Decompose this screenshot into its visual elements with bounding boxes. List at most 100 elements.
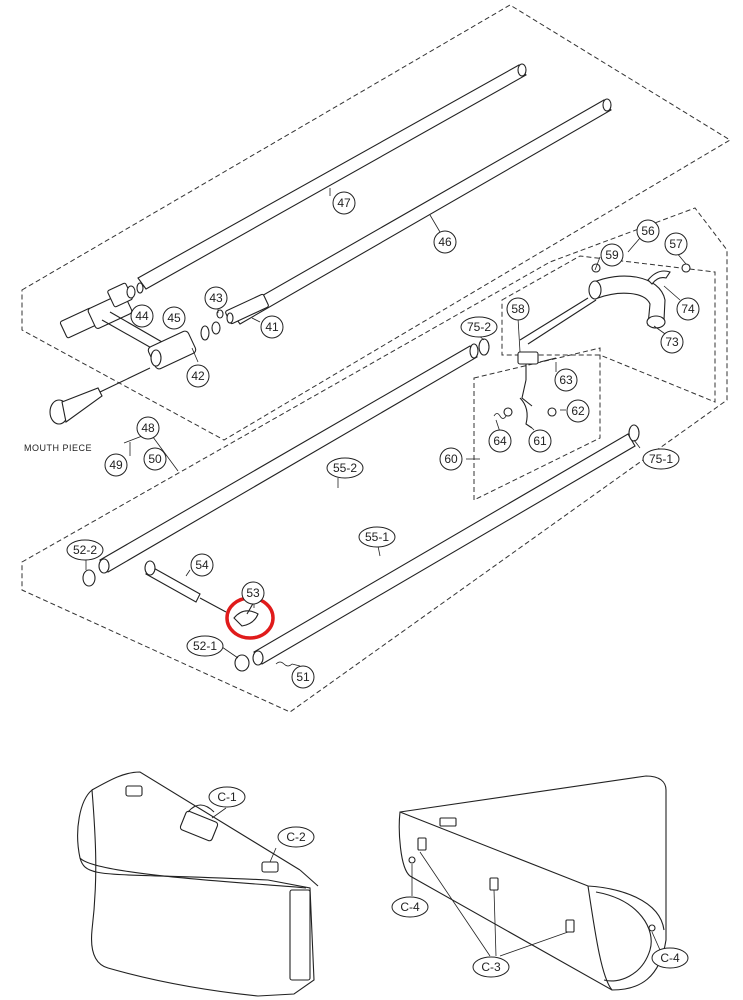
part-73-bell-crook	[519, 275, 666, 345]
callout-bubble	[190, 553, 214, 577]
callout-bubble	[439, 447, 463, 471]
callout-bubble	[130, 304, 154, 328]
callout-label: 43	[209, 291, 223, 305]
part-58-rotor	[517, 351, 539, 407]
callout-layer: 47 46 45 44 43 41 42 48 49 50 56 57 59 74 73 58 75-2 63 62…	[66, 191, 700, 978]
callout-p60: 60	[439, 447, 463, 471]
callout-p55_2: 55-2	[326, 457, 364, 479]
callout-p61: 61	[528, 429, 552, 453]
callout-p44: 44	[130, 304, 154, 328]
callout-label: 51	[296, 670, 310, 684]
callout-bubble	[488, 429, 512, 453]
part-52-1-ring	[234, 654, 250, 672]
callout-p55_1: 55-1	[358, 526, 396, 548]
callout-p75_2: 75-2	[460, 316, 498, 338]
part-44-inner-slide-brace	[59, 282, 163, 351]
callout-p43: 43	[204, 286, 228, 310]
callout-p48: 48	[136, 416, 160, 440]
callout-bubble	[651, 947, 689, 969]
callout-label: 50	[148, 452, 162, 466]
part-51-spring	[275, 661, 293, 667]
callout-label: C-2	[286, 830, 306, 844]
callout-bubble	[332, 191, 356, 215]
callout-label: 57	[669, 237, 683, 251]
callout-bubble	[566, 399, 590, 423]
callout-bubble	[642, 448, 680, 470]
callout-label: 73	[665, 335, 679, 349]
callout-bubble	[676, 297, 700, 321]
callout-p63: 63	[554, 368, 578, 392]
callout-label: 63	[559, 373, 573, 387]
callout-bubble	[472, 956, 510, 978]
callout-label: 47	[337, 196, 351, 210]
callout-bubble	[260, 315, 284, 339]
callout-label: 55-2	[333, 461, 357, 475]
callout-bubble	[460, 316, 498, 338]
callout-label: 62	[571, 404, 585, 418]
callout-p58: 58	[506, 297, 530, 321]
case-closed-illustration	[77, 771, 319, 997]
callout-p74: 74	[676, 297, 700, 321]
callout-c2: C-2	[277, 826, 315, 848]
callout-p52_1: 52-1	[186, 635, 224, 657]
callout-bubble	[277, 826, 315, 848]
callout-c4b: C-4	[651, 947, 689, 969]
part-47-tube	[137, 63, 527, 290]
callout-bubble	[554, 368, 578, 392]
callout-bubble	[104, 453, 128, 477]
callout-label: 52-2	[73, 543, 97, 557]
callout-label: C-4	[400, 900, 420, 914]
callout-label: 42	[191, 369, 205, 383]
callout-label: 75-2	[467, 320, 491, 334]
case-side-illustration	[398, 775, 667, 991]
callout-p73: 73	[660, 330, 684, 354]
callout-p56: 56	[636, 219, 660, 243]
callout-label: 59	[605, 248, 619, 262]
callout-bubble	[291, 665, 315, 689]
callout-label: 60	[444, 452, 458, 466]
callout-p45: 45	[162, 306, 186, 330]
part-41-tube-end	[216, 293, 269, 325]
callout-bubble	[186, 364, 210, 388]
callout-p64: 64	[488, 429, 512, 453]
part-52-2-ring	[82, 569, 96, 587]
callout-bubble	[358, 526, 396, 548]
callout-label: 41	[265, 320, 279, 334]
callout-label: 52-1	[193, 639, 217, 653]
callout-p54: 54	[190, 553, 214, 577]
callout-p53: 53	[241, 581, 265, 605]
callout-p52_2: 52-2	[66, 539, 104, 561]
callout-c1: C-1	[208, 786, 246, 808]
callout-label: 56	[641, 224, 655, 238]
callout-label: 58	[511, 302, 525, 316]
callout-label: 74	[681, 302, 695, 316]
callout-label: 44	[135, 309, 149, 323]
callout-p62: 62	[566, 399, 590, 423]
callout-p50: 50	[143, 447, 167, 471]
part-62-nut	[547, 407, 557, 417]
mouthpiece-label: MOUTH PIECE	[24, 443, 92, 453]
upper-slide-group-outline	[21, 4, 731, 441]
callout-label: 49	[109, 458, 123, 472]
callout-bubble	[241, 581, 265, 605]
callout-label: 55-1	[365, 530, 389, 544]
callout-label: 53	[246, 586, 260, 600]
callout-p51: 51	[291, 665, 315, 689]
callout-bubble	[143, 447, 167, 471]
callout-p57: 57	[664, 232, 688, 256]
callout-p49: 49	[104, 453, 128, 477]
callout-p46: 46	[433, 230, 457, 254]
callout-label: C-1	[217, 790, 237, 804]
part-57-nut	[681, 263, 691, 273]
callout-bubble	[506, 297, 530, 321]
callout-p47: 47	[332, 191, 356, 215]
callout-bubble	[208, 786, 246, 808]
callout-p75_1: 75-1	[642, 448, 680, 470]
callout-c4a: C-4	[391, 896, 429, 918]
callout-label: 61	[533, 434, 547, 448]
callout-label: C-4	[660, 951, 680, 965]
callout-p42: 42	[186, 364, 210, 388]
callout-label: 54	[195, 558, 209, 572]
callout-bubble	[664, 232, 688, 256]
